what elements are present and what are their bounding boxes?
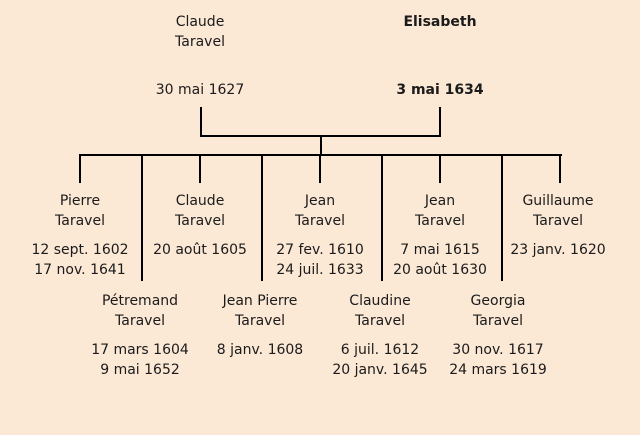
couple-drop-line <box>320 135 322 156</box>
birth-date: 17 mars 1604 <box>91 342 189 358</box>
child-dates-jean2: 7 mai 1615 20 août 1630 <box>393 240 487 280</box>
birth-date: 7 mai 1615 <box>400 242 480 258</box>
child-dates-jean1: 27 fev. 1610 24 juil. 1633 <box>276 240 364 280</box>
child-name-jeanpierre: Jean Pierre Taravel <box>223 291 298 331</box>
death-date: 9 mai 1652 <box>100 362 180 378</box>
parent-right-drop-line <box>439 107 441 137</box>
child-name-pierre: Pierre Taravel <box>55 191 105 231</box>
person-surname: Taravel <box>295 213 345 229</box>
child-drop-line-claudine <box>381 154 383 281</box>
child-name-claude: Claude Taravel <box>175 191 225 231</box>
person-given-name: Claude <box>175 14 225 30</box>
death-date: 24 mars 1619 <box>449 362 547 378</box>
death-date: 20 janv. 1645 <box>332 362 428 378</box>
child-drop-line-pierre <box>79 154 81 183</box>
birth-date: 27 fev. 1610 <box>276 242 364 258</box>
child-dates-claudine: 6 juil. 1612 20 janv. 1645 <box>332 340 427 380</box>
child-dates-georgia: 30 nov. 1617 24 mars 1619 <box>449 340 547 380</box>
child-dates-jeanpierre: 8 janv. 1608 <box>217 340 303 360</box>
birth-date: 30 nov. 1617 <box>452 342 544 358</box>
person-surname: Taravel <box>175 34 225 50</box>
person-given-name: Jean Pierre <box>222 293 298 309</box>
child-name-claudine: Claudine Taravel <box>349 291 410 331</box>
child-drop-line-jeanpierre <box>261 154 263 281</box>
person-given-name: Jean <box>424 193 456 209</box>
person-given-name: Pétremand <box>101 293 179 309</box>
person-surname: Taravel <box>533 213 583 229</box>
birth-date: 20 août 1605 <box>153 242 247 258</box>
child-dates-claude: 20 août 1605 <box>153 240 247 260</box>
parent-date-claude: 30 mai 1627 <box>155 82 245 98</box>
child-name-petremand: Pétremand Taravel <box>102 291 178 331</box>
person-surname: Taravel <box>415 213 465 229</box>
child-drop-line-jean1 <box>319 154 321 183</box>
child-drop-line-georgia <box>501 154 503 281</box>
person-given-name: Claude <box>175 193 225 209</box>
person-surname: Taravel <box>175 213 225 229</box>
person-given-name: Pierre <box>59 193 101 209</box>
parent-left-drop-line <box>200 107 202 137</box>
death-date: 17 nov. 1641 <box>34 262 126 278</box>
person-given-name: Elisabeth <box>403 14 477 30</box>
child-drop-line-claude <box>199 154 201 183</box>
birth-date: 12 sept. 1602 <box>31 242 129 258</box>
parent-name-claude: Claude Taravel <box>175 12 225 52</box>
death-date: 24 juil. 1633 <box>276 262 364 278</box>
person-given-name: Guillaume <box>522 193 594 209</box>
parent-name-elisabeth: Elisabeth <box>403 12 476 32</box>
death-date: 20 août 1630 <box>393 262 487 278</box>
child-dates-petremand: 17 mars 1604 9 mai 1652 <box>91 340 189 380</box>
birth-date: 8 janv. 1608 <box>216 342 304 358</box>
child-name-jean2: Jean Taravel <box>415 191 465 231</box>
parent-date-elisabeth: 3 mai 1634 <box>396 82 484 98</box>
person-given-name: Jean <box>304 193 336 209</box>
person-given-name: Claudine <box>349 293 411 309</box>
person-given-name: Georgia <box>470 293 526 309</box>
birth-date: 23 janv. 1620 <box>510 242 606 258</box>
child-name-jean1: Jean Taravel <box>295 191 345 231</box>
child-name-georgia: Georgia Taravel <box>471 291 526 331</box>
person-surname: Taravel <box>473 313 523 329</box>
person-surname: Taravel <box>115 313 165 329</box>
child-drop-line-petremand <box>141 154 143 281</box>
child-dates-pierre: 12 sept. 1602 17 nov. 1641 <box>31 240 128 280</box>
birth-date: 6 juil. 1612 <box>340 342 420 358</box>
child-name-guillaume: Guillaume Taravel <box>522 191 593 231</box>
child-drop-line-guillaume <box>559 154 561 183</box>
person-surname: Taravel <box>235 313 285 329</box>
child-drop-line-jean2 <box>439 154 441 183</box>
person-surname: Taravel <box>55 213 105 229</box>
person-surname: Taravel <box>355 313 405 329</box>
child-dates-guillaume: 23 janv. 1620 <box>510 240 605 260</box>
